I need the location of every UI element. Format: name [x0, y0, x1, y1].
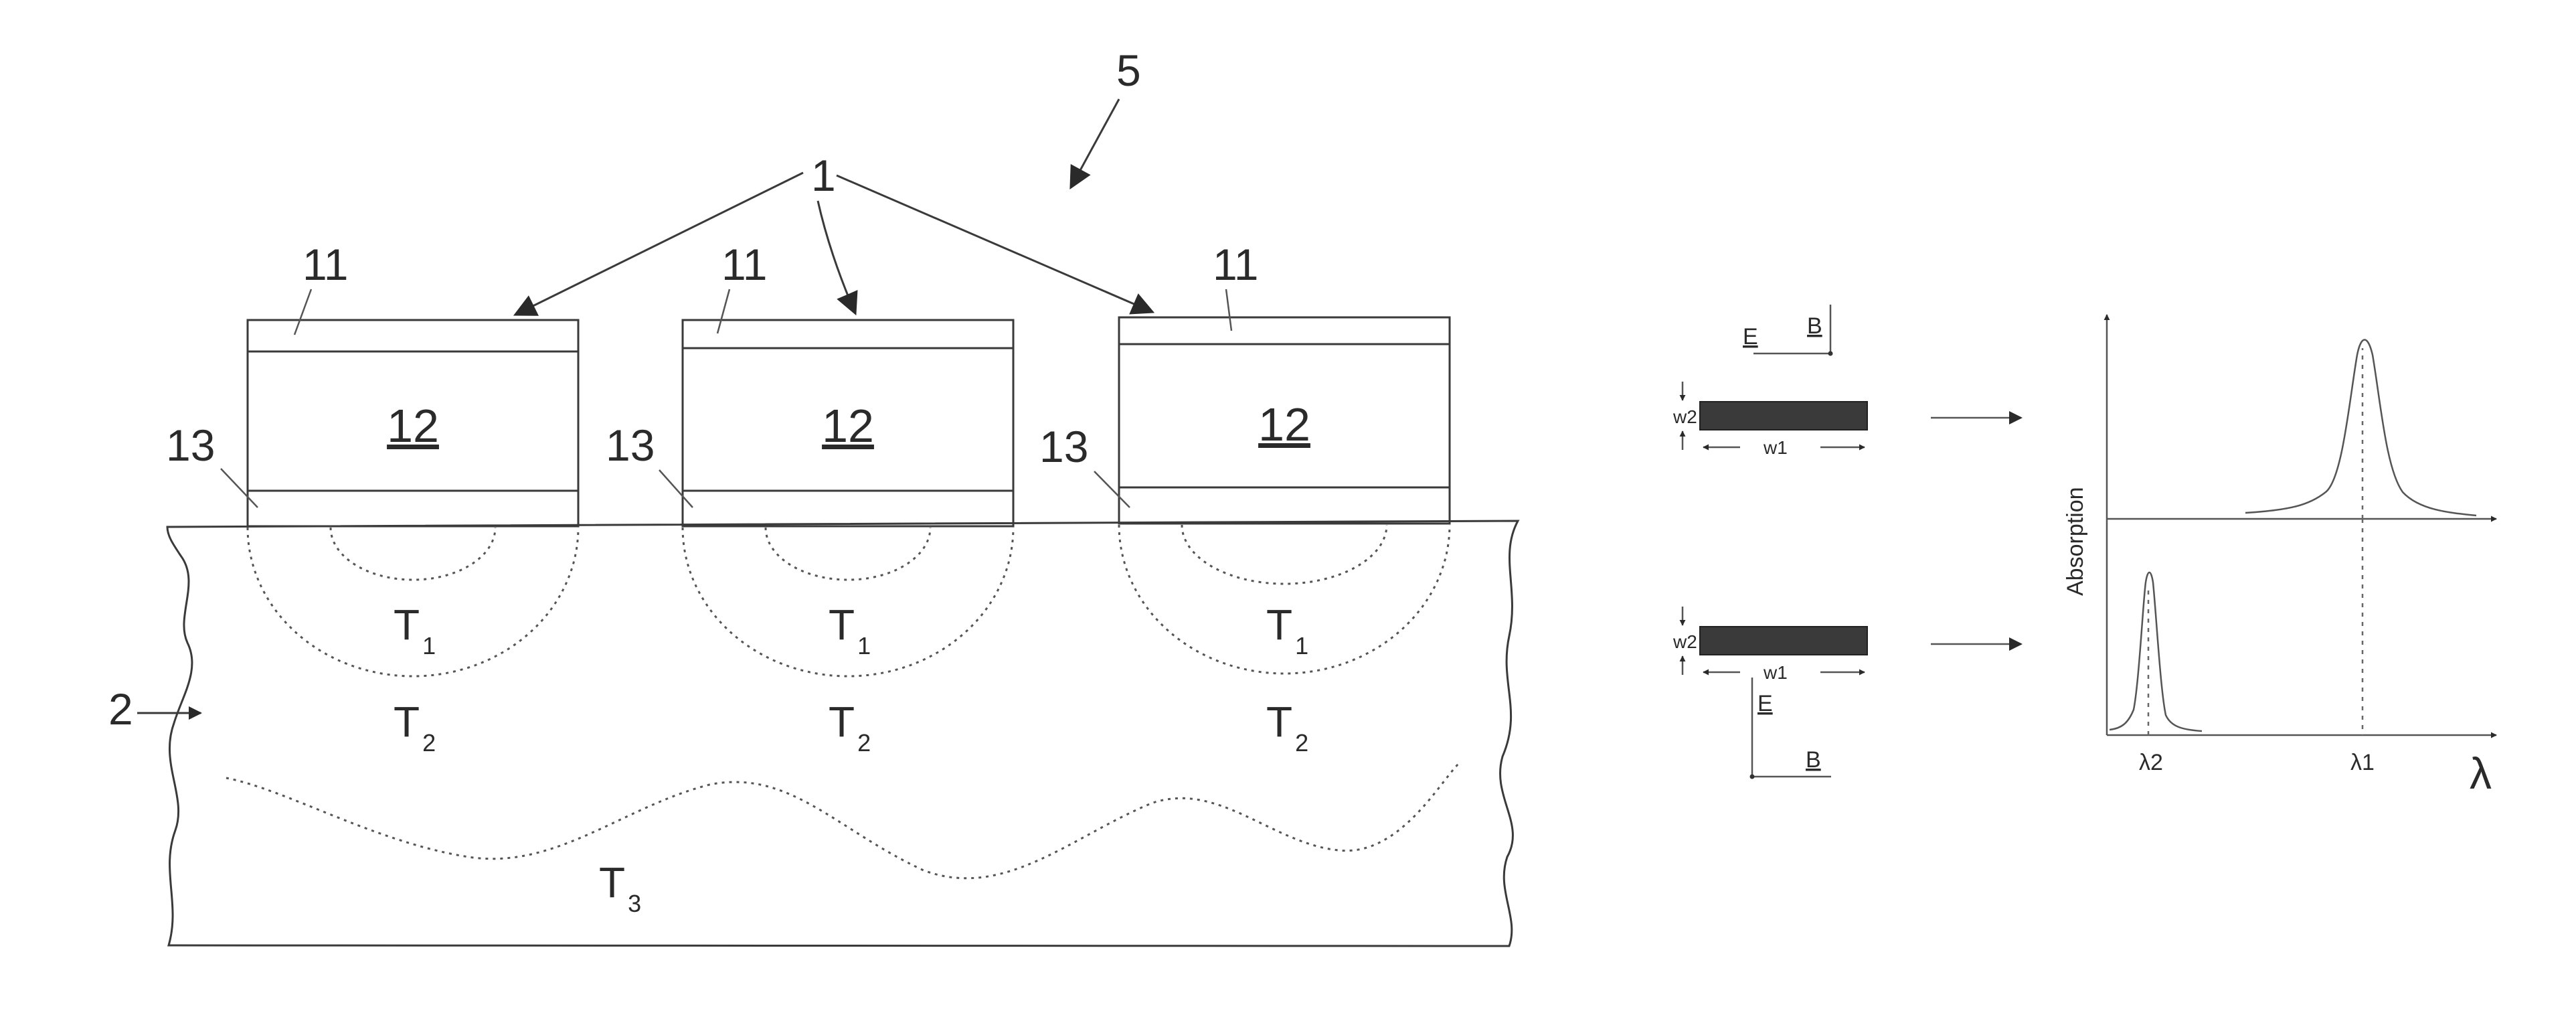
top-e-label: E [1743, 324, 1758, 349]
element-middle-top-layer-leader [717, 289, 729, 333]
element-middle-inner-zone [766, 528, 930, 580]
element-right-bottom-layer-label: 13 [1039, 422, 1088, 471]
y-axis-label: Absorption [2063, 487, 2088, 596]
element-right-inner-zone [1182, 525, 1387, 584]
element-left: 12 11 13 T1 T2 [166, 240, 578, 757]
element-left-top-layer-label: 11 [303, 240, 349, 289]
element-left-top-layer-leader [294, 289, 311, 335]
element-middle: 12 11 13 T1 T2 [606, 240, 1013, 757]
element-left-t1-label: T1 [394, 601, 436, 659]
element-left-t2-label: T2 [394, 698, 436, 757]
element-right-middle-layer-label: 12 [1258, 398, 1310, 451]
element-middle-middle-layer-label: 12 [822, 400, 874, 452]
top-w2-label: w2 [1672, 406, 1697, 427]
absorption-plots: Absorption λ2 λ1 λ [2063, 315, 2496, 798]
device-ref-arrow [1071, 99, 1119, 187]
element-right-t1-zone [1119, 525, 1450, 674]
element-left-bottom-layer-label: 13 [166, 420, 215, 470]
substrate-ref-label: 2 [108, 684, 133, 734]
t3-boundary [226, 763, 1459, 878]
bottom-resonator-bar [1700, 627, 1867, 655]
element-right-t2-label: T2 [1266, 698, 1308, 757]
x-axis-label: λ [2470, 749, 2492, 798]
bottom-w1-label: w1 [1763, 662, 1788, 683]
top-b-label: B [1807, 313, 1822, 339]
element-left-bottom-layer-leader [221, 469, 258, 507]
top-absorption-curve [2245, 340, 2476, 516]
element-middle-bottom-layer-label: 13 [606, 420, 655, 470]
element-left-inner-zone [331, 528, 495, 580]
element-right-bottom-layer-leader [1094, 471, 1130, 507]
element-ref-arrow-right [837, 175, 1152, 312]
top-resonator-bar [1700, 402, 1867, 430]
resonator-inset-top: B E w2 w1 [1672, 305, 2021, 458]
resonator-inset-bottom: w2 w1 E B [1672, 607, 2021, 779]
t3-label: T3 [599, 858, 641, 917]
device-ref-label: 5 [1116, 46, 1141, 95]
element-left-middle-layer-label: 12 [387, 400, 439, 452]
element-ref-arrow-middle [818, 201, 855, 313]
lambda2-label: λ2 [2139, 750, 2163, 775]
element-right: 12 11 13 T1 T2 [1039, 240, 1450, 757]
bottom-absorption-curve [2110, 572, 2202, 731]
lambda1-label: λ1 [2350, 750, 2375, 775]
element-middle-top-layer-label: 11 [721, 240, 768, 289]
element-ref-label: 1 [811, 151, 836, 200]
element-right-t1-label: T1 [1266, 601, 1308, 659]
element-right-top-layer-label: 11 [1213, 240, 1259, 289]
bottom-axis-origin [1750, 775, 1755, 779]
top-w1-label: w1 [1763, 437, 1788, 458]
bottom-b-label: B [1806, 747, 1821, 773]
top-axis-origin [1828, 351, 1833, 356]
cross-section-figure: 5 1 2 12 11 13 T1 T2 [108, 46, 1518, 946]
element-middle-t2-label: T2 [829, 698, 871, 757]
bottom-w2-label: w2 [1672, 631, 1697, 652]
element-middle-t1-label: T1 [829, 601, 871, 659]
bottom-e-label: E [1757, 691, 1773, 716]
element-right-top-layer-leader [1226, 289, 1231, 331]
element-middle-bottom-layer-leader [659, 470, 693, 507]
